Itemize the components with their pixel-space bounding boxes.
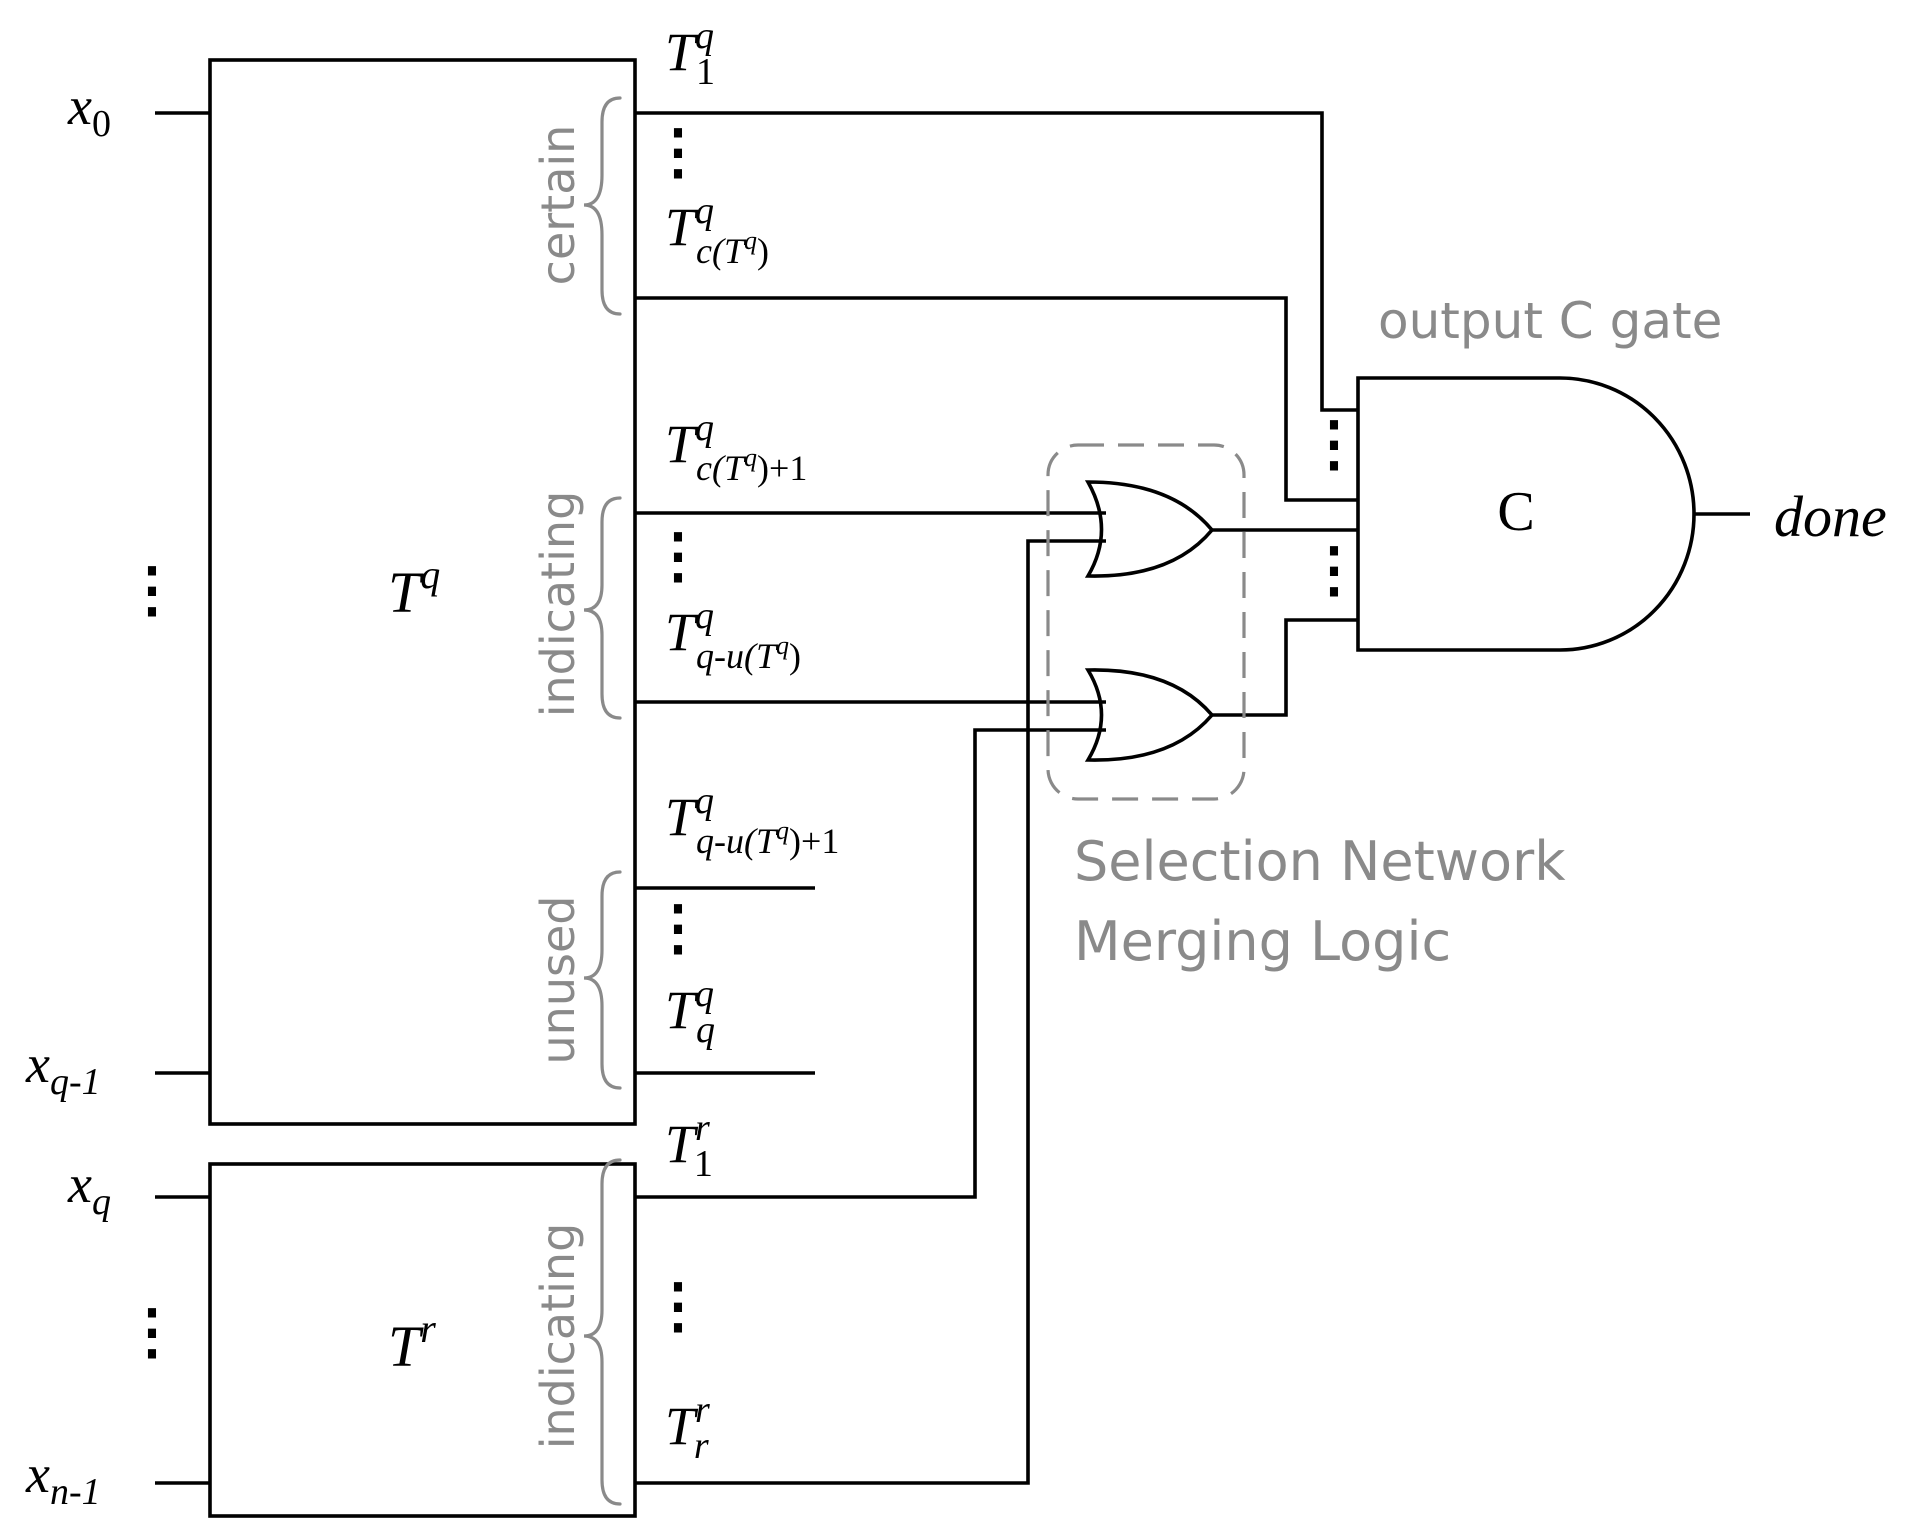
wire-tq-c (635, 296, 1358, 502)
c-gate-label: C (1497, 481, 1534, 543)
output-ellipsis-indicating-q: ⋮ (648, 523, 708, 589)
brace-indicating-r (583, 1158, 622, 1506)
input-label-xq: xq (67, 1154, 111, 1223)
output-ellipsis-unused: ⋮ (648, 895, 708, 961)
c-gate (1356, 376, 1696, 652)
group-label-unused: unused (531, 896, 585, 1065)
selection-network-label-2: Merging Logic (1074, 910, 1451, 973)
c-gate-ellipsis-bottom: ⋮ (1304, 537, 1364, 603)
or-gate-1 (1084, 480, 1215, 578)
input-ellipsis-q: ⋮ (122, 557, 182, 623)
done-label: done (1774, 484, 1887, 549)
brace-unused (583, 870, 622, 1090)
tr-block (208, 1162, 637, 1518)
selection-network-box (1046, 443, 1246, 801)
or-gate-2 (1084, 668, 1215, 762)
brace-certain (583, 96, 622, 316)
group-label-indicating-r: indicating (531, 1223, 585, 1450)
output-ellipsis-certain: ⋮ (648, 119, 708, 185)
selection-network-label-1: Selection Network (1074, 830, 1566, 893)
wire-or2-out (1212, 618, 1358, 717)
tq-block-label: Tq (388, 552, 440, 625)
tq-block (208, 58, 637, 1126)
output-ellipsis-indicating-r: ⋮ (648, 1273, 708, 1339)
c-gate-ellipsis-top: ⋮ (1304, 411, 1364, 477)
wire-tr-1 (635, 728, 1106, 1199)
input-label-xq1: xq-1 (25, 1034, 101, 1103)
group-label-indicating-q: indicating (531, 491, 585, 718)
input-label-x0: x0 (67, 76, 111, 145)
c-gate-title: output C gate (1378, 292, 1722, 350)
input-label-xn1: xn-1 (25, 1444, 101, 1513)
input-ellipsis-r: ⋮ (122, 1299, 182, 1365)
group-label-certain: certain (531, 125, 585, 286)
tr-block-label: Tr (388, 1306, 436, 1379)
wire-tr-r (635, 539, 1106, 1485)
brace-indicating-q (583, 496, 622, 720)
wire-tq-1 (635, 111, 1358, 412)
